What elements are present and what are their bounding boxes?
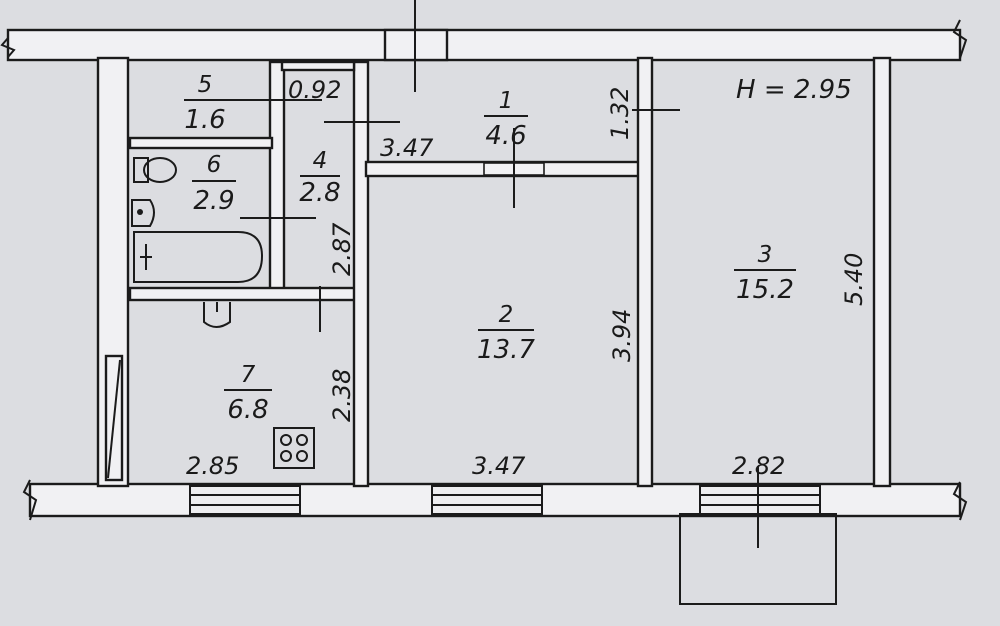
stove-icon [273, 427, 315, 469]
room-number: 5 [198, 72, 213, 98]
bathtub-icon [133, 231, 264, 283]
room-area: 4.6 [485, 121, 526, 151]
break-marks [0, 19, 968, 521]
exterior-wall-right [872, 56, 892, 488]
sink-icon [131, 199, 155, 227]
kitchen-sink-icon [203, 302, 231, 328]
room-label-5: 5 1.6 [184, 72, 228, 135]
dimension-2-85: 2.85 [186, 452, 239, 480]
room-number: 4 [313, 148, 328, 174]
windows [189, 485, 821, 515]
room-area: 13.7 [477, 335, 535, 365]
room-area: 1.6 [184, 105, 225, 135]
room-number: 1 [499, 88, 514, 114]
room-label-2: 2 13.7 [477, 302, 535, 365]
room-number: 6 [207, 152, 222, 178]
room-number: 2 [499, 302, 514, 328]
window-room-2 [431, 485, 543, 515]
room-area: 2.9 [193, 186, 234, 216]
window-room-3 [699, 485, 821, 515]
dimension-1-32: 1.32 [606, 87, 634, 140]
room-number: 7 [241, 362, 256, 388]
dimension-0-92: 0.92 [288, 76, 341, 104]
room-area: 6.8 [227, 395, 268, 425]
dimension-3-47-top: 3.47 [380, 134, 434, 162]
room-label-7: 7 6.8 [224, 362, 272, 425]
interior-partitions [128, 56, 654, 488]
fixtures [131, 157, 315, 469]
toilet-icon [133, 157, 177, 183]
exterior-wall-top [6, 0, 962, 92]
room-label-6: 6 2.9 [192, 152, 236, 216]
dimension-3-47-bottom: 3.47 [472, 452, 526, 480]
dimension-lines [228, 99, 759, 548]
dimension-2-82: 2.82 [732, 452, 785, 480]
dimension-2-38: 2.38 [328, 369, 356, 422]
room-number: 3 [758, 242, 773, 268]
room-label-3: 3 15.2 [734, 242, 796, 305]
dimension-5-40: 5.40 [840, 253, 868, 306]
room-label-1: 1 4.6 [484, 88, 528, 151]
window-kitchen [189, 485, 301, 515]
dimension-3-94: 3.94 [608, 309, 636, 362]
dimension-2-87: 2.87 [328, 222, 356, 276]
room-area: 15.2 [736, 275, 794, 305]
exterior-wall-left [96, 56, 130, 488]
room-label-4: 4 2.8 [299, 148, 340, 208]
ceiling-height: H = 2.95 [736, 75, 852, 105]
room-area: 2.8 [299, 178, 340, 208]
